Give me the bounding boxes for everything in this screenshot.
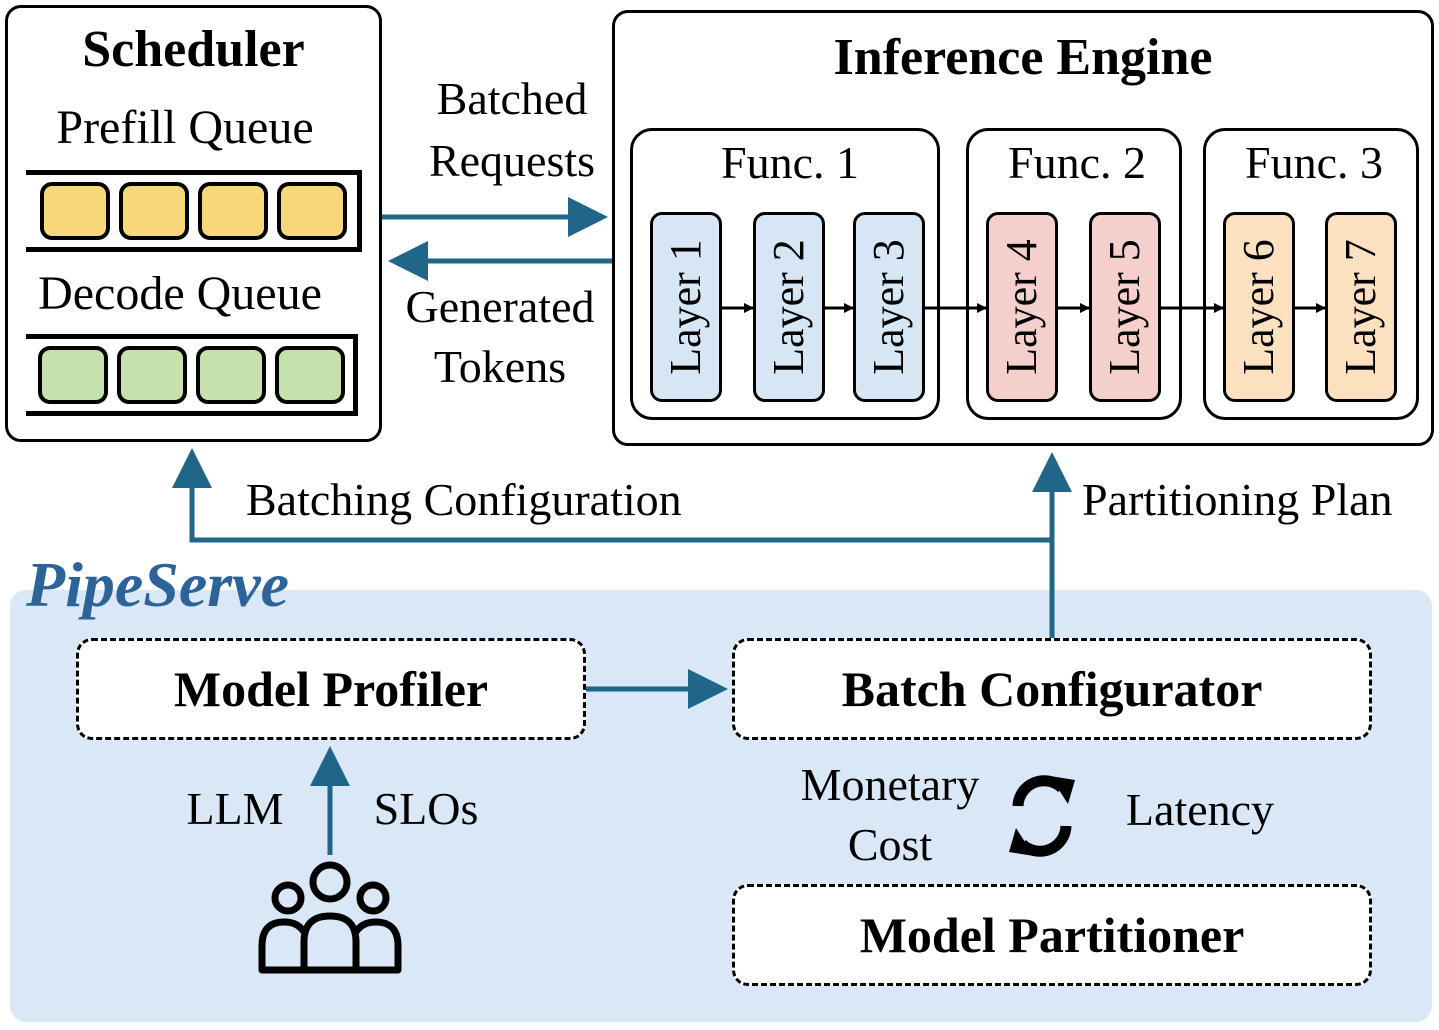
batched-label: Batched [436, 73, 588, 124]
slos-label: SLOs [373, 783, 479, 834]
prefill-queue [26, 170, 362, 252]
prefill-slot [40, 182, 110, 240]
decode-slot [275, 346, 345, 404]
monetary-label: Monetary [800, 759, 980, 810]
batch-configurator-box: Batch Configurator [732, 638, 1372, 740]
func-2-label: Func. 2 [1008, 137, 1146, 188]
pipeserve-title: PipeServe [26, 549, 289, 620]
batching-configuration-arrow [172, 448, 1052, 543]
layer-3: Layer 3 [853, 212, 925, 402]
llm-label: LLM [186, 783, 284, 834]
refresh-cycle-icon [1009, 775, 1075, 857]
batching-configuration-label: Batching Configuration [246, 474, 682, 525]
tokens-label: Tokens [433, 341, 567, 392]
model-profiler-box: Model Profiler [76, 638, 586, 740]
prefill-queue-label: Prefill Queue [56, 101, 314, 154]
model-partitioner-label: Model Partitioner [859, 907, 1245, 963]
inference-engine-title: Inference Engine [833, 29, 1213, 86]
scheduler-title: Scheduler [82, 21, 305, 78]
model-partitioner-box: Model Partitioner [732, 884, 1372, 986]
layer-5: Layer 5 [1089, 212, 1161, 402]
decode-slot [38, 346, 108, 404]
batch-configurator-label: Batch Configurator [841, 661, 1263, 717]
latency-label: Latency [1125, 784, 1275, 835]
func-3-label: Func. 3 [1245, 137, 1383, 188]
layer-1: Layer 1 [650, 212, 722, 402]
users-icon [258, 861, 402, 974]
layer-4: Layer 4 [986, 212, 1058, 402]
decode-slot [196, 346, 266, 404]
layer-7: Layer 7 [1325, 212, 1397, 402]
cost-label: Cost [847, 819, 933, 870]
func-1-label: Func. 1 [721, 137, 859, 188]
layer-2: Layer 2 [753, 212, 825, 402]
layer-6: Layer 6 [1223, 212, 1295, 402]
requests-label: Requests [428, 135, 596, 186]
decode-queue-label: Decode Queue [38, 267, 322, 320]
model-profiler-label: Model Profiler [173, 661, 489, 717]
prefill-slot [198, 182, 268, 240]
generated-label: Generated [405, 281, 595, 332]
prefill-slot [119, 182, 189, 240]
decode-queue [26, 334, 358, 416]
prefill-slot [277, 182, 347, 240]
partitioning-plan-label: Partitioning Plan [1082, 474, 1393, 525]
decode-slot [117, 346, 187, 404]
